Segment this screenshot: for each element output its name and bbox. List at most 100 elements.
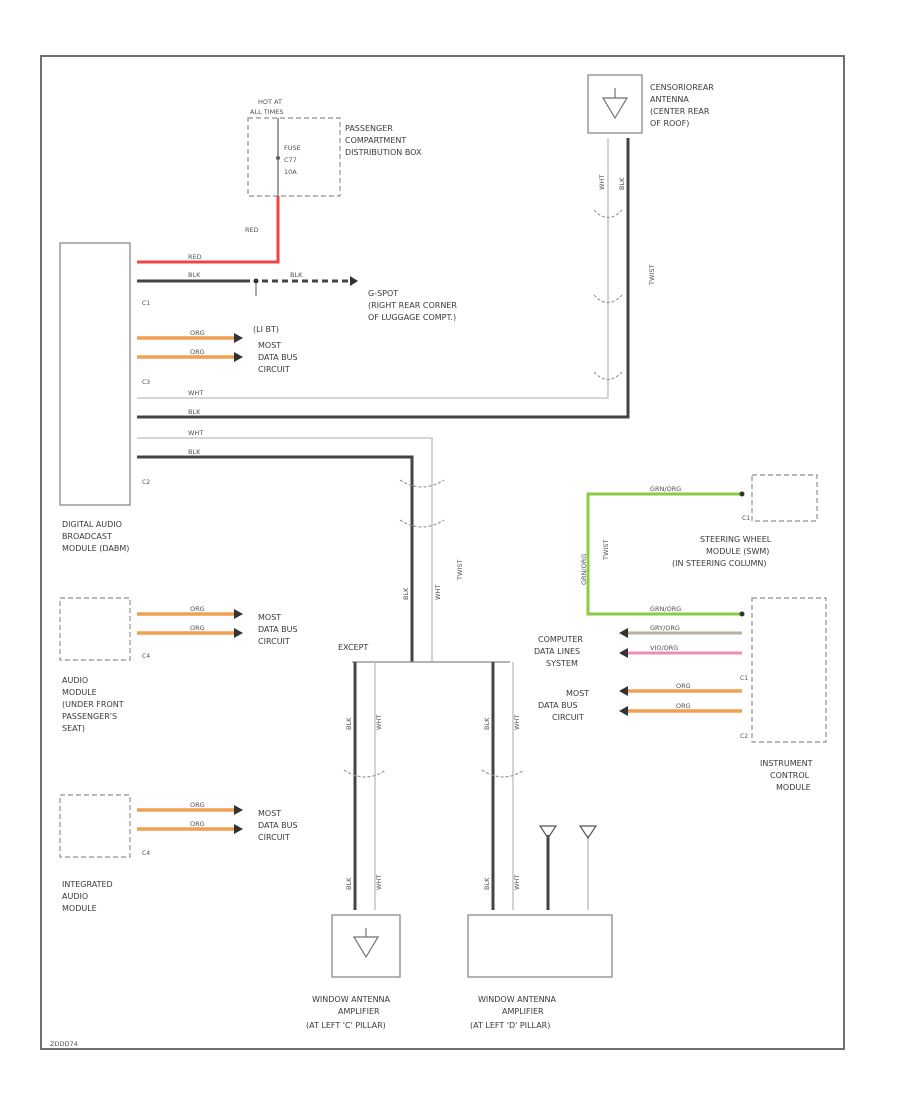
svg-text:C4: C4: [142, 850, 150, 857]
figure-id: ZDDD74: [50, 1040, 78, 1048]
dab-most-bus: ORG ORG (LI BT) MOST DATA BUS CIRCUIT: [137, 325, 298, 374]
svg-text:AMPLIFIER: AMPLIFIER: [338, 1007, 380, 1016]
svg-text:(IN STEERING COLUMN): (IN STEERING COLUMN): [672, 559, 767, 568]
svg-text:GRN/ORG: GRN/ORG: [580, 554, 588, 585]
svg-text:ANTENNA: ANTENNA: [650, 95, 689, 104]
svg-text:WINDOW ANTENNA: WINDOW ANTENNA: [312, 995, 391, 1004]
integrated-audio-module: ORG ORG C4 MOST DATA BUS CIRCUIT INTEGRA…: [59, 794, 298, 913]
audio-module: ORG ORG C4 MOST DATA BUS CIRCUIT AUDIO M…: [59, 597, 298, 733]
antenna-lead-icon: [538, 825, 558, 840]
diagram-frame: [40, 55, 845, 1050]
svg-text:CIRCUIT: CIRCUIT: [552, 713, 584, 722]
svg-text:WHT: WHT: [188, 429, 203, 437]
svg-text:DATA BUS: DATA BUS: [258, 353, 298, 362]
svg-text:STEERING WHEEL: STEERING WHEEL: [700, 535, 772, 544]
svg-text:WHT: WHT: [375, 875, 383, 890]
svg-text:FUSE: FUSE: [284, 144, 301, 152]
svg-text:BLK: BLK: [290, 271, 303, 279]
svg-text:HOT AT: HOT AT: [258, 98, 282, 106]
amplifier-cable: WHT BLK BLK WHT TWIST EXCEPT BLK WHT BLK…: [137, 429, 598, 910]
svg-text:PASSENGER: PASSENGER: [345, 124, 393, 133]
svg-text:ORG: ORG: [190, 348, 205, 356]
red-power-wire: RED RED: [137, 196, 280, 264]
svg-text:ALL TIMES: ALL TIMES: [250, 108, 283, 116]
svg-text:VIO/ORG: VIO/ORG: [650, 644, 678, 652]
svg-text:DATA BUS: DATA BUS: [258, 625, 298, 634]
svg-text:C2: C2: [740, 733, 748, 740]
svg-text:C1: C1: [740, 675, 748, 682]
antenna-lead-icon: [578, 825, 598, 840]
steering-data-wires: GRN/ORG GRN/ORG GRN/ORG TWIST: [580, 485, 745, 617]
svg-text:INSTRUMENT: INSTRUMENT: [760, 759, 813, 768]
window-antenna-amplifier-right: WINDOW ANTENNA AMPLIFIER (AT LEFT 'D' PI…: [467, 914, 613, 1030]
svg-text:BLK: BLK: [188, 448, 201, 456]
steering-wheel-module: C1 STEERING WHEEL MODULE (SWM) (IN STEER…: [672, 474, 818, 568]
ground-arrow-icon: [350, 276, 358, 286]
svg-text:DATA LINES: DATA LINES: [534, 647, 580, 656]
svg-text:GRN/ORG: GRN/ORG: [650, 485, 681, 493]
svg-text:GRY/ORG: GRY/ORG: [650, 624, 680, 632]
icm-most-bus: ORG ORG MOST DATA BUS CIRCUIT: [538, 682, 742, 722]
computer-data-lines: GRY/ORG VIO/ORG COMPUTER DATA LINES SYST…: [534, 624, 742, 668]
svg-text:OF ROOF): OF ROOF): [650, 119, 689, 128]
svg-text:CIRCUIT: CIRCUIT: [258, 365, 290, 374]
svg-text:AMPLIFIER: AMPLIFIER: [502, 1007, 544, 1016]
svg-text:TWIST: TWIST: [456, 560, 464, 581]
svg-text:G-SPOT: G-SPOT: [368, 289, 398, 298]
svg-text:WHT: WHT: [513, 715, 521, 730]
svg-text:BROADCAST: BROADCAST: [62, 532, 112, 541]
svg-text:CIRCUIT: CIRCUIT: [258, 637, 290, 646]
svg-text:BLK: BLK: [483, 717, 491, 730]
svg-text:C1: C1: [142, 300, 150, 307]
svg-text:BLK: BLK: [345, 877, 353, 890]
svg-text:BLK: BLK: [188, 408, 201, 416]
passenger-compartment-distribution-box: HOT AT ALL TIMES FUSE C77 10A PASSENGER …: [247, 98, 422, 197]
svg-text:MOST: MOST: [258, 341, 281, 350]
svg-text:SYSTEM: SYSTEM: [546, 659, 578, 668]
svg-text:COMPARTMENT: COMPARTMENT: [345, 136, 406, 145]
svg-text:(RIGHT REAR CORNER: (RIGHT REAR CORNER: [368, 301, 457, 310]
black-ground-wire: BLK BLK G-SPOT (RIGHT REAR CORNER OF LUG…: [137, 271, 457, 322]
svg-text:WHT: WHT: [375, 715, 383, 730]
svg-text:C1: C1: [742, 515, 750, 522]
svg-text:CENSORIOREAR: CENSORIOREAR: [650, 83, 714, 92]
svg-text:OF LUGGAGE COMPT.): OF LUGGAGE COMPT.): [368, 313, 456, 322]
digital-audio-broadcast-module: DIGITAL AUDIO BROADCAST MODULE (DABM) C1…: [59, 242, 150, 553]
svg-text:MODULE: MODULE: [62, 904, 97, 913]
svg-text:BLK: BLK: [402, 587, 410, 600]
svg-text:(CENTER REAR: (CENTER REAR: [650, 107, 710, 116]
svg-text:DISTRIBUTION BOX: DISTRIBUTION BOX: [345, 148, 422, 157]
svg-text:ORG: ORG: [676, 682, 691, 690]
svg-text:(UNDER FRONT: (UNDER FRONT: [62, 700, 124, 709]
svg-text:EXCEPT: EXCEPT: [338, 643, 368, 652]
svg-text:INTEGRATED: INTEGRATED: [62, 880, 113, 889]
svg-text:DIGITAL AUDIO: DIGITAL AUDIO: [62, 520, 122, 529]
svg-text:ORG: ORG: [190, 605, 205, 613]
svg-text:BLK: BLK: [618, 177, 626, 190]
svg-text:GRN/ORG: GRN/ORG: [650, 605, 681, 613]
svg-text:(LI BT): (LI BT): [253, 325, 279, 334]
svg-text:ORG: ORG: [676, 702, 691, 710]
svg-text:MODULE: MODULE: [62, 688, 97, 697]
svg-text:MOST: MOST: [258, 613, 281, 622]
svg-text:WINDOW ANTENNA: WINDOW ANTENNA: [478, 995, 557, 1004]
svg-text:MODULE: MODULE: [776, 783, 811, 792]
svg-text:(AT LEFT 'C' PILLAR): (AT LEFT 'C' PILLAR): [306, 1021, 386, 1030]
svg-text:BLK: BLK: [188, 271, 201, 279]
svg-text:WHT: WHT: [434, 585, 442, 600]
svg-text:PASSENGER'S: PASSENGER'S: [62, 712, 117, 721]
svg-text:WHT: WHT: [513, 875, 521, 890]
svg-text:TWIST: TWIST: [648, 265, 656, 286]
svg-text:BLK: BLK: [345, 717, 353, 730]
svg-text:RED: RED: [188, 253, 202, 261]
svg-text:C77: C77: [284, 156, 297, 164]
svg-text:CIRCUIT: CIRCUIT: [258, 833, 290, 842]
svg-text:AUDIO: AUDIO: [62, 892, 88, 901]
svg-text:(AT LEFT 'D' PILLAR): (AT LEFT 'D' PILLAR): [470, 1021, 550, 1030]
svg-text:TWIST: TWIST: [602, 540, 610, 561]
svg-text:SEAT): SEAT): [62, 724, 85, 733]
svg-text:ORG: ORG: [190, 624, 205, 632]
svg-text:BLK: BLK: [483, 877, 491, 890]
svg-text:DATA BUS: DATA BUS: [538, 701, 578, 710]
svg-text:MODULE (SWM): MODULE (SWM): [706, 547, 769, 556]
